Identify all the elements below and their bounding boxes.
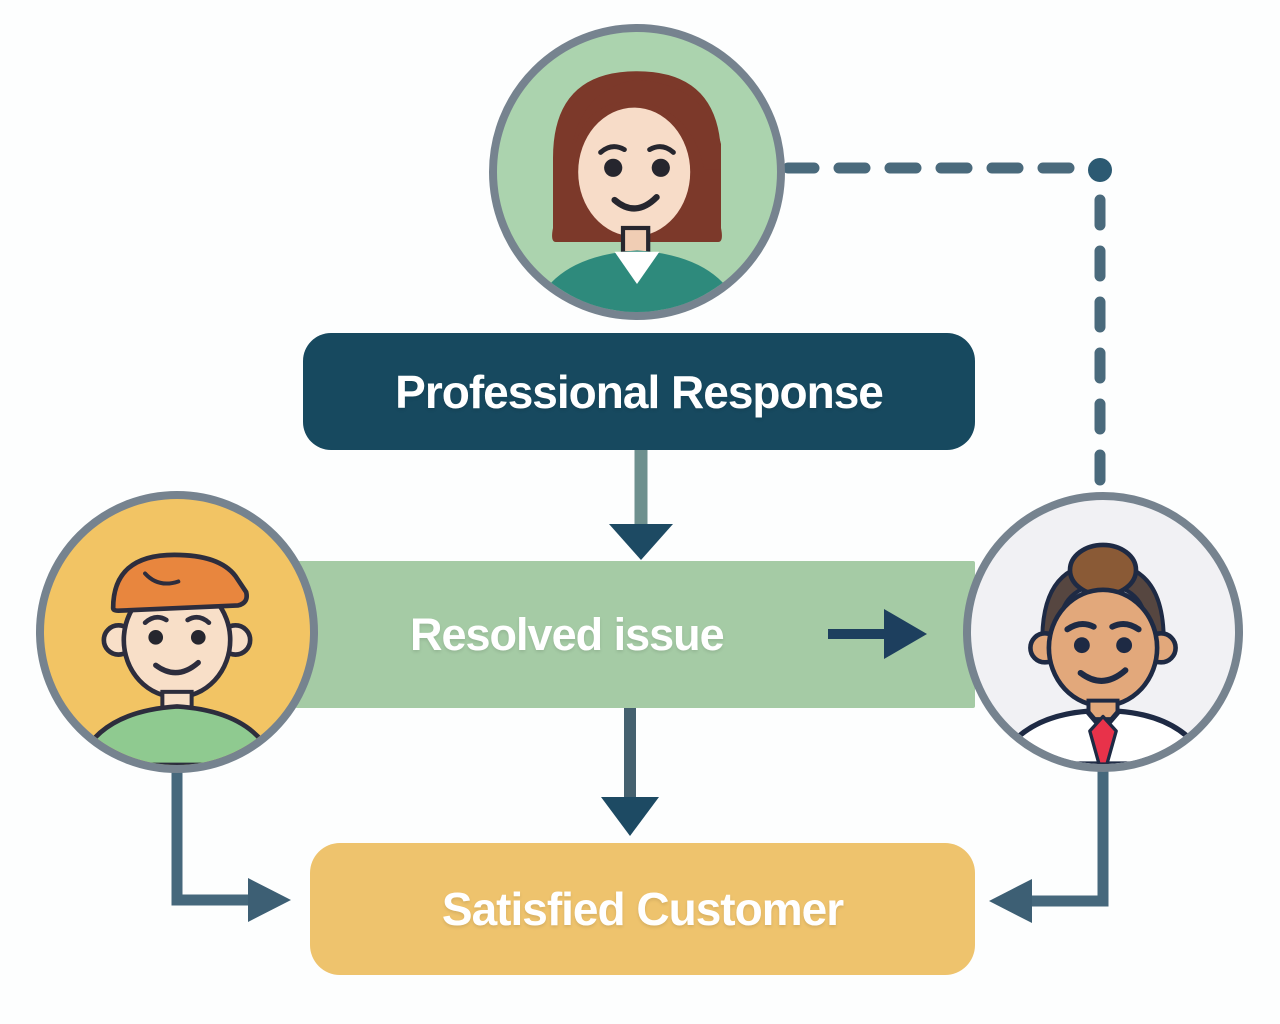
arrowhead-right-icon: [884, 609, 927, 659]
arrow-resolved-to-satisfied: [601, 708, 659, 836]
arrow-right-customer-to-satisfied: [989, 766, 1109, 923]
arrow-left-customer-to-satisfied: [171, 766, 291, 922]
customer-right-avatar: [963, 492, 1243, 772]
dashed-corner-dot: [1088, 158, 1112, 182]
arrowhead-down-icon: [601, 797, 659, 836]
node-professional-response: Professional Response: [303, 333, 975, 450]
arrowhead-left-icon: [989, 879, 1032, 923]
professional-response-label: Professional Response: [395, 365, 884, 418]
arrow-resolved-to-customer: [828, 609, 927, 659]
arrow-response-to-resolved: [609, 450, 673, 560]
customer-left-avatar: [36, 491, 318, 773]
boy-with-cap-icon: [76, 552, 278, 765]
satisfied-customer-label: Satisfied Customer: [441, 883, 844, 935]
man-with-tie-icon: [994, 542, 1212, 764]
resolved-issue-label: Resolved issue: [410, 608, 725, 660]
node-satisfied-customer: Satisfied Customer: [310, 843, 975, 975]
arrowhead-down-icon: [609, 524, 673, 560]
woman-support-agent-icon: [533, 71, 741, 312]
support-agent-avatar: [489, 24, 785, 320]
dashed-connector-agent-to-customer: [782, 158, 1112, 498]
arrowhead-right-icon: [248, 878, 291, 922]
